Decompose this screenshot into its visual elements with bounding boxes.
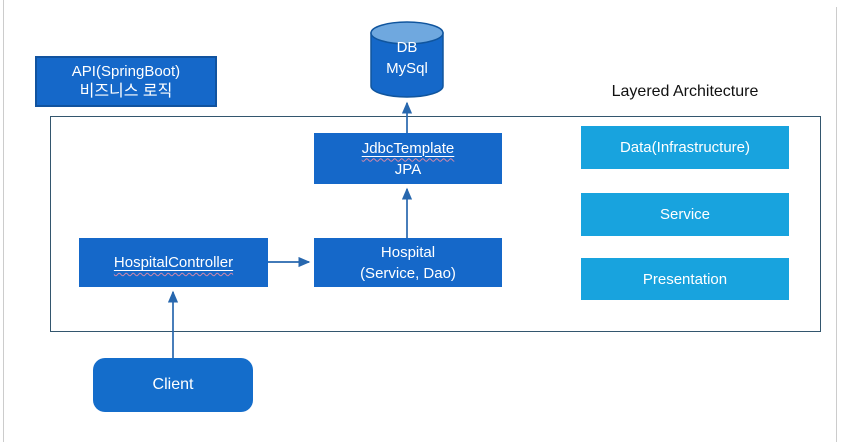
jdbctemplate-label: JdbcTemplate	[361, 139, 455, 157]
layered-architecture-frame	[50, 116, 821, 332]
layer-label: Data(Infrastructure)	[619, 139, 751, 156]
layer-label: Service	[659, 206, 711, 223]
database-line2: MySql	[386, 60, 428, 77]
database-line1: DB	[396, 39, 418, 56]
api-springboot-box: API(SpringBoot) 비즈니스 로직	[35, 56, 217, 107]
layer-box-data-infrastructure: Data(Infrastructure)	[581, 126, 789, 169]
layer-box-service: Service	[581, 193, 789, 236]
client-box: Client	[93, 358, 253, 412]
section-title: Layered Architecture	[611, 83, 759, 100]
hospital-box: Hospital (Service, Dao)	[314, 238, 502, 287]
hospital-label-line1: Hospital	[380, 243, 436, 261]
database-cylinder-icon	[370, 21, 444, 98]
client-label: Client	[152, 376, 194, 393]
hospitalcontroller-label: HospitalController	[113, 254, 234, 271]
database-label: DB MySql	[370, 37, 444, 79]
left-window-edge	[3, 0, 4, 442]
right-window-edge	[836, 7, 837, 442]
api-box-line2: 비즈니스 로직	[79, 82, 173, 100]
hospitalcontroller-box: HospitalController	[79, 238, 268, 287]
jpa-label: JPA	[394, 160, 422, 178]
jdbctemplate-box: JdbcTemplate JPA	[314, 133, 502, 184]
api-box-line1: API(SpringBoot)	[71, 62, 181, 80]
layer-box-presentation: Presentation	[581, 258, 789, 300]
hospital-label-line2: (Service, Dao)	[360, 264, 456, 282]
layer-label: Presentation	[642, 270, 728, 288]
